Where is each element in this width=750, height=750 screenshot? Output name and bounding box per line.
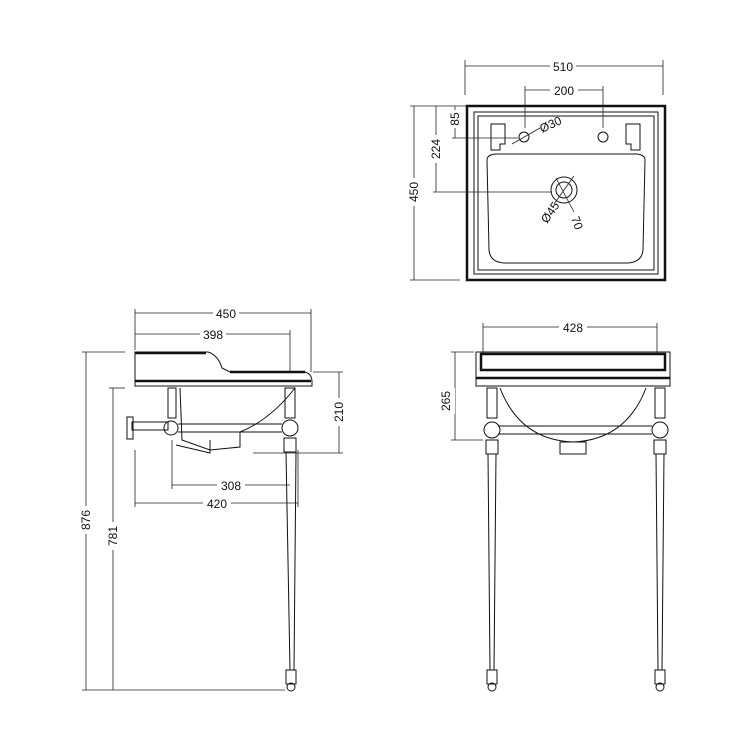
- tap-hole-right: [597, 131, 609, 143]
- dim-398: 398: [203, 328, 223, 342]
- dim-210: 210: [332, 402, 346, 422]
- dim-tap-hole: Ø30: [537, 113, 564, 135]
- dim-450-side: 450: [216, 307, 236, 321]
- waste-inner: [555, 181, 573, 199]
- dim-200: 200: [554, 84, 574, 98]
- dim-waste-diameter: Ø45: [538, 199, 563, 226]
- side-view: 450 398 210 308 420 876 781: [79, 306, 347, 692]
- dim-420: 420: [207, 497, 227, 511]
- dim-224: 224: [429, 139, 443, 159]
- dim-308: 308: [221, 479, 241, 493]
- basin-front: [475, 351, 671, 387]
- basin-outline: [465, 104, 667, 282]
- dim-265: 265: [439, 391, 453, 411]
- dim-waste-outer: 70: [568, 214, 586, 232]
- dim-85: 85: [448, 112, 462, 126]
- tap-hole-left: [518, 131, 530, 143]
- dim-876: 876: [79, 510, 93, 530]
- front-view: 428 265: [439, 320, 671, 692]
- dim-510: 510: [553, 60, 573, 74]
- dim-781: 781: [106, 526, 120, 546]
- waste-outer: [550, 176, 578, 204]
- right-soap-recess: [625, 123, 641, 151]
- left-soap-recess: [490, 123, 506, 151]
- bowl-outline: [486, 153, 646, 264]
- top-view: 510 200 Ø30 Ø45 70 450 224 85: [406, 59, 667, 282]
- bowl-side: [179, 387, 296, 451]
- dim-450-depth: 450: [407, 182, 421, 202]
- dim-428: 428: [563, 321, 583, 335]
